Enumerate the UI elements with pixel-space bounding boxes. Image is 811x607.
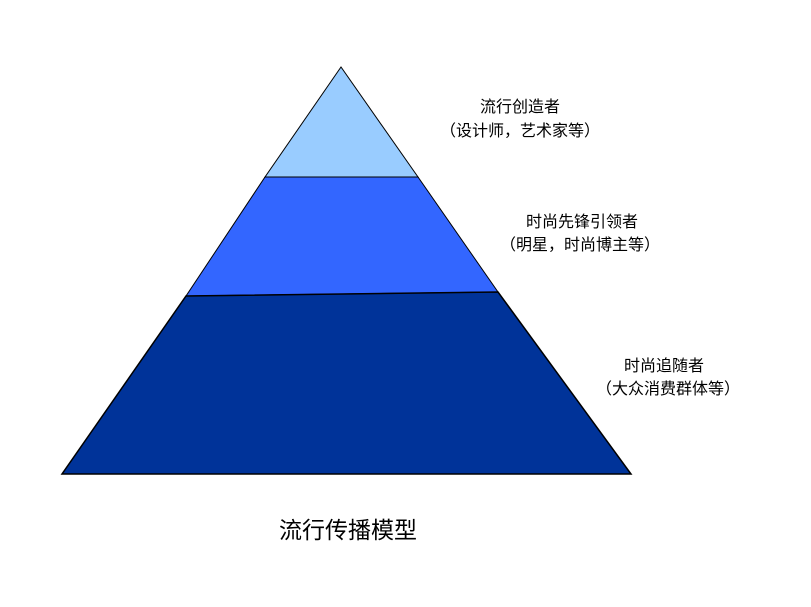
diagram-caption: 流行传播模型 [279, 518, 417, 544]
layer-bottom-subtitle: （大众消费群体等） [596, 379, 740, 398]
layer-middle-title: 时尚先锋引领者 [526, 212, 638, 231]
pyramid-layer-bottom [60, 291, 633, 475]
layer-middle-subtitle: （明星，时尚博主等） [500, 235, 660, 254]
layer-top-title: 流行创造者 [480, 97, 560, 116]
pyramid-layer-middle [185, 176, 499, 297]
layer-top-subtitle: （设计师，艺术家等） [440, 121, 600, 140]
layer-bottom-title: 时尚追随者 [624, 356, 704, 375]
pyramid-layer-top [264, 66, 419, 178]
